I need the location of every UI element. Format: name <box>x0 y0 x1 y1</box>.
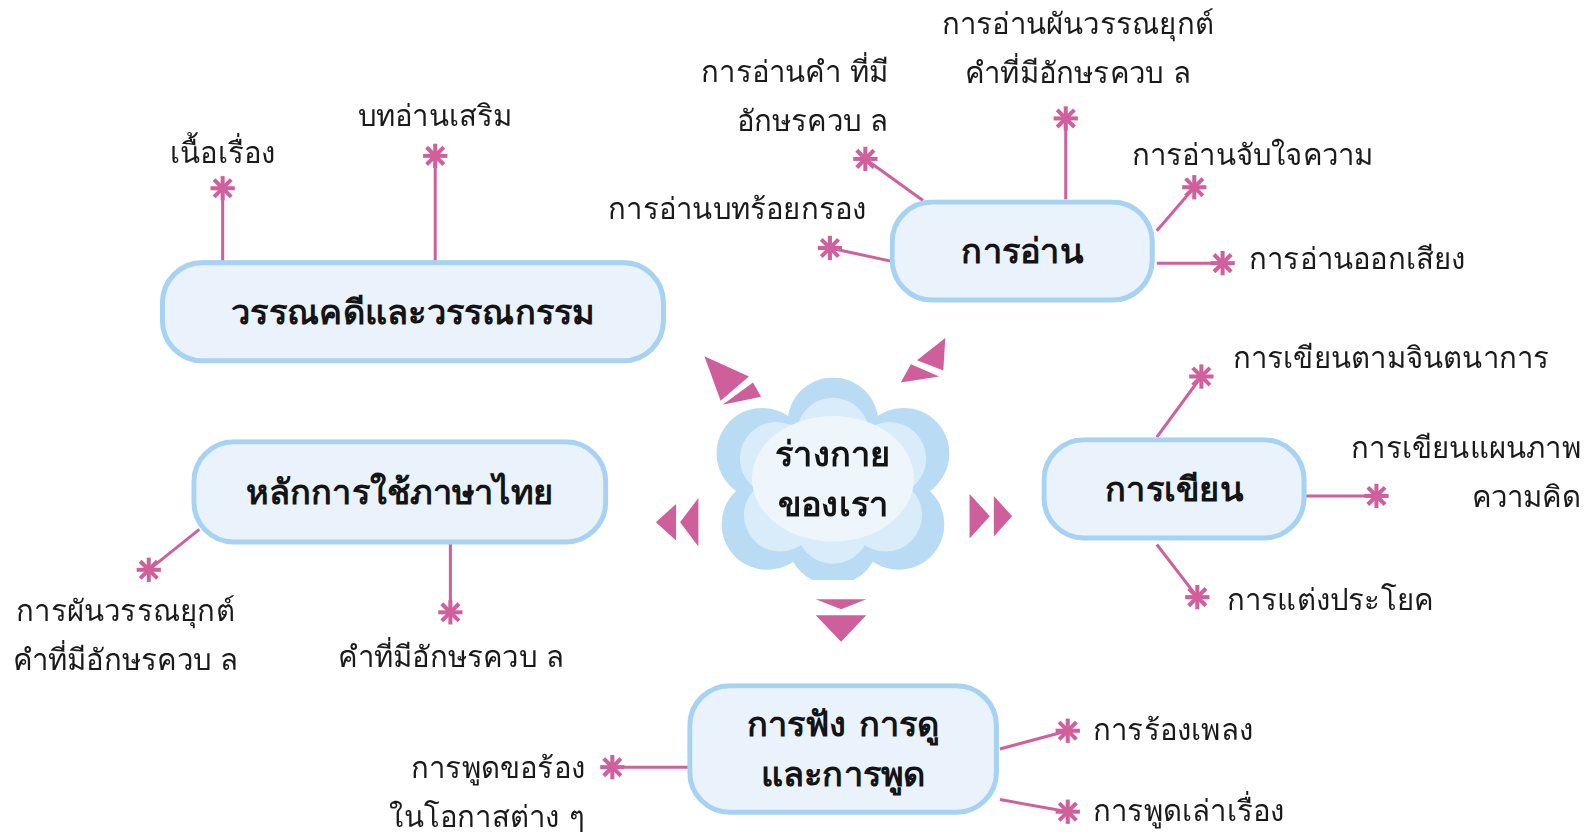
centre-flower: ร่างกาย ของเรา <box>706 378 959 580</box>
branch-label: การร้องเพลง <box>1093 705 1397 754</box>
branch-label: คำที่มีอักษรควบ ล <box>310 633 593 682</box>
node-label: การอ่าน <box>961 226 1082 277</box>
node-label: หลักการใช้ภาษาไทย <box>246 467 553 518</box>
branch-label: การเขียนตามจินตนาการ <box>1233 334 1582 383</box>
topic-box: การอ่าน <box>890 199 1155 302</box>
branch-label: การพูดขอร้อง ในโอกาสต่าง ๆ <box>367 744 585 838</box>
branch-label: การอ่านออกเสียง <box>1249 235 1553 284</box>
branch-label: การอ่านจับใจความ <box>1132 131 1436 180</box>
branch-label: บทอ่านเสริม <box>314 91 557 140</box>
branch-label: การเขียนแผนภาพ ความคิด <box>1333 424 1581 521</box>
topic-box: หลักการใช้ภาษาไทย <box>191 439 608 544</box>
branch-label: การผันวรรณยุกต์ คำที่มีอักษรควบ ล <box>4 587 247 684</box>
node-label: วรรณคดีและวรรณกรรม <box>231 286 594 337</box>
branch-label: เนื้อเรื่อง <box>121 129 323 178</box>
node-label: ร่างกาย ของเรา <box>757 428 909 529</box>
node-label: การฟัง การดู และการพูด <box>717 698 970 799</box>
branch-label: การแต่งประโยค <box>1227 576 1531 625</box>
topic-box: วรรณคดีและวรรณกรรม <box>160 260 666 363</box>
branch-label: การอ่านบทร้อยกรอง <box>563 184 867 233</box>
topic-box: การฟัง การดู และการพูด <box>687 683 999 815</box>
flower-outline <box>706 378 959 580</box>
branch-label: การอ่านคำ ที่มีอักษรควบ ล <box>656 48 889 145</box>
direction-triangles <box>656 338 1012 642</box>
branch-label: การพูดเล่าเรื่อง <box>1093 786 1397 835</box>
branch-label: การอ่านผันวรรณยุกต์ คำที่มีอักษรควบ ล <box>926 0 1230 97</box>
node-label: การเขียน <box>1105 464 1243 515</box>
topic-box: การเขียน <box>1041 437 1306 540</box>
leader-lines <box>149 118 1377 811</box>
